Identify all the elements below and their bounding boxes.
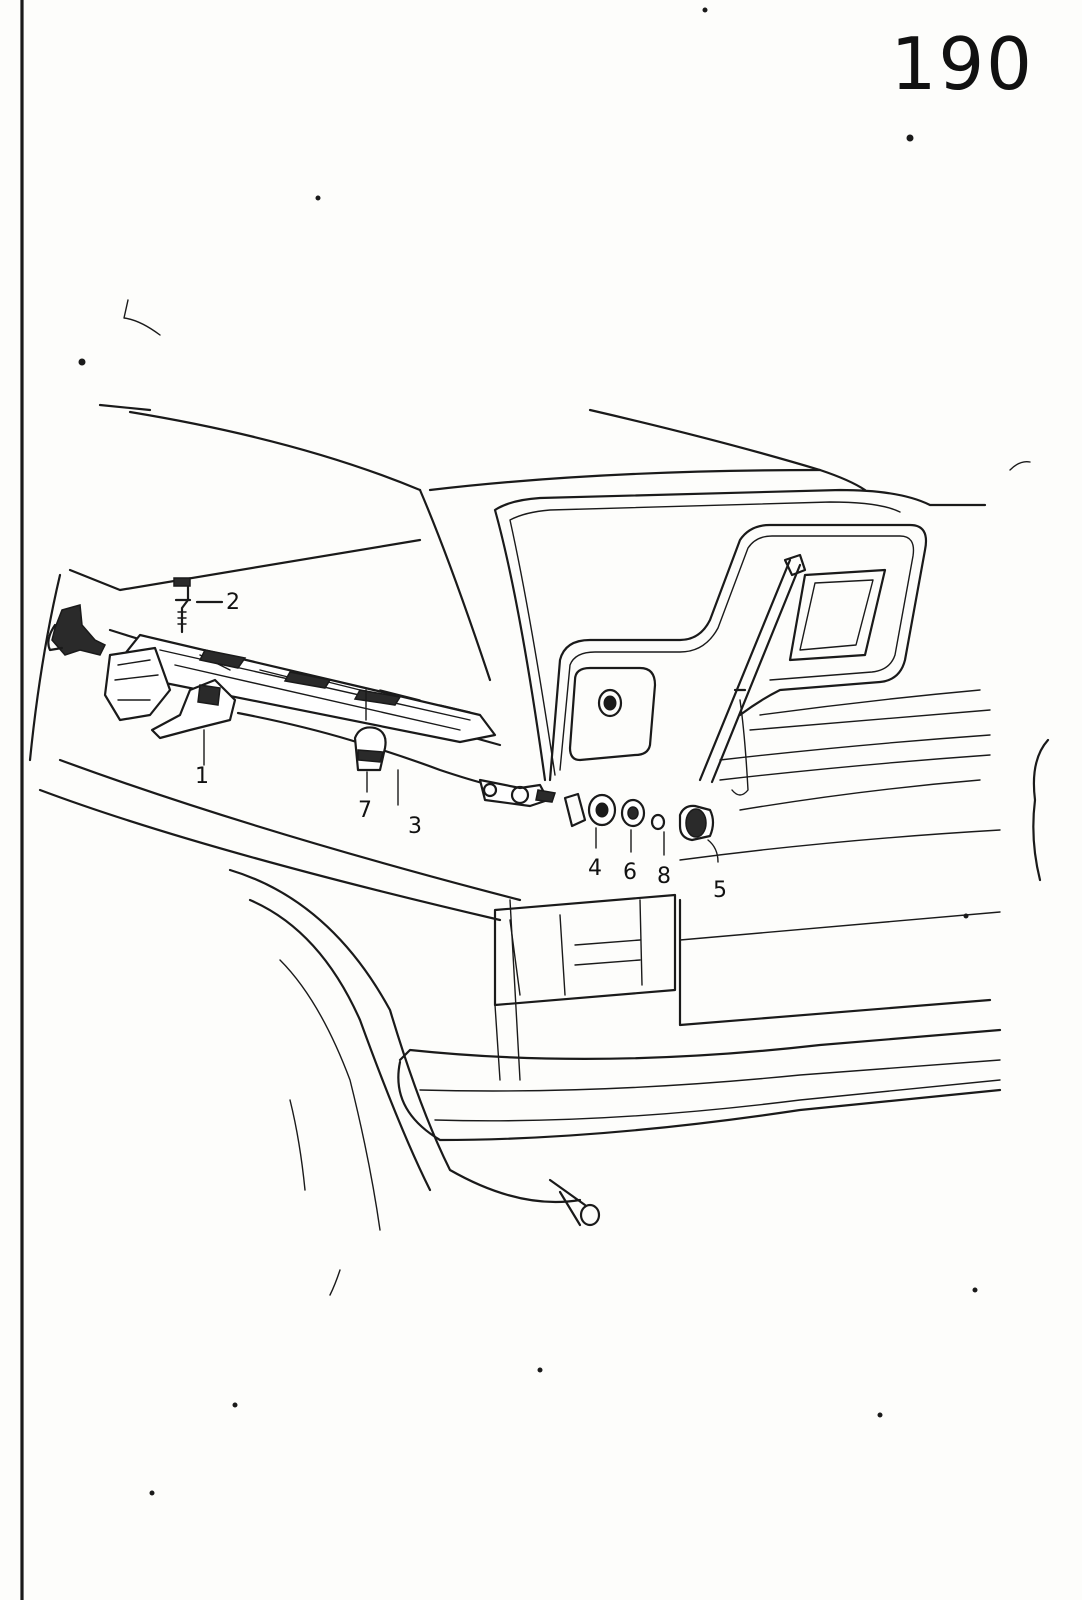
lock-body <box>103 646 172 722</box>
scan-mark-right <box>1032 738 1050 882</box>
callout-8: 8 <box>657 864 671 889</box>
callout-3: 3 <box>408 814 422 839</box>
gas-strut <box>698 558 802 784</box>
washer-8 <box>650 813 666 831</box>
license-recess-inner <box>799 579 874 651</box>
right-body-lines <box>679 734 1001 941</box>
lock-cylinder-hole <box>597 688 623 718</box>
page-number: 190 <box>890 22 1034 106</box>
scan-mark-top <box>123 299 161 336</box>
hinge-bracket <box>51 604 107 656</box>
taillight <box>493 893 677 1007</box>
wheel-arch <box>228 868 582 1204</box>
callout-7: 7 <box>358 798 372 823</box>
rear-pillar <box>418 468 822 682</box>
tailgate-frame-outer <box>493 488 987 782</box>
lock-recess <box>568 666 657 762</box>
rear-bumper <box>398 1028 1002 1062</box>
cable-clip <box>353 726 387 772</box>
callout-4: 4 <box>588 856 602 881</box>
body-crease <box>38 758 522 922</box>
callout-2: 2 <box>226 590 240 615</box>
trunk-deck-edge <box>28 538 422 762</box>
callout-5: 5 <box>713 878 727 903</box>
tailgate-panel-inner <box>559 535 915 771</box>
callout-6: 6 <box>623 860 637 885</box>
scan-specks <box>78 7 978 1496</box>
lock-housing <box>563 792 587 828</box>
exhaust-pipe <box>548 1178 587 1227</box>
tailgate-panel <box>548 523 928 782</box>
license-recess <box>788 568 887 662</box>
callout-1: 1 <box>195 764 209 789</box>
roof-line <box>98 403 867 492</box>
tailgate-frame-inner <box>509 501 901 776</box>
